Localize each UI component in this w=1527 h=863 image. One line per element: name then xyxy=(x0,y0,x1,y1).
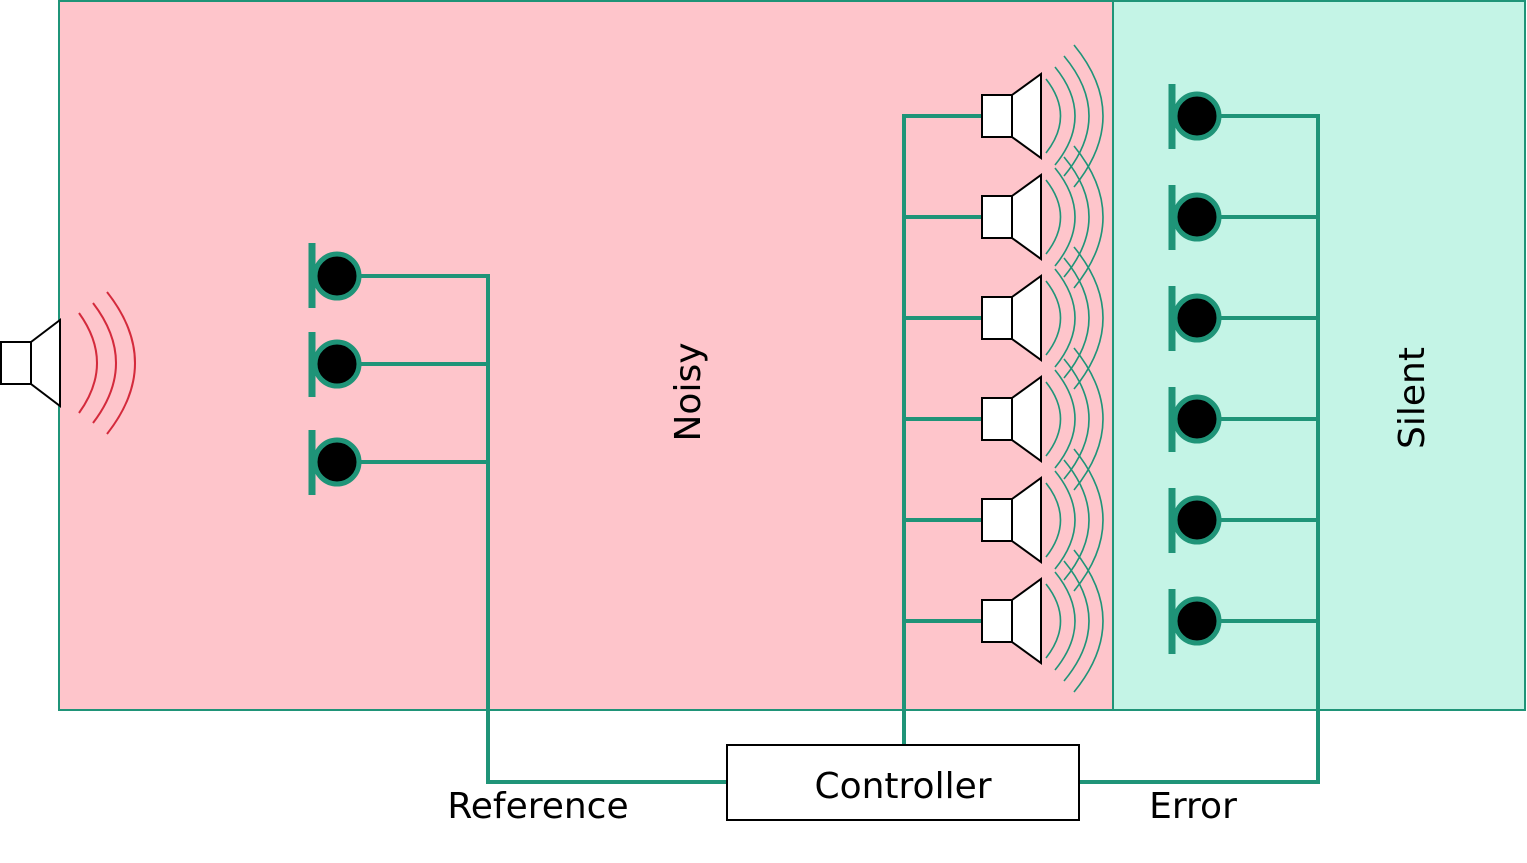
error-signal-label: Error xyxy=(1149,786,1237,827)
reference-mic-icon xyxy=(308,430,362,495)
error-mic-icon xyxy=(1168,185,1222,250)
control-speaker-icon xyxy=(981,549,1104,693)
noisy-zone-label: Noisy xyxy=(668,342,709,441)
error-mic-icon xyxy=(1168,84,1222,149)
noise-source-speaker-icon xyxy=(0,291,136,435)
control-speaker-icon xyxy=(981,246,1104,390)
control-speaker-icon xyxy=(981,44,1104,188)
noise-wave-1 xyxy=(78,312,98,414)
controller-label: Controller xyxy=(814,766,991,807)
error-mic-icon xyxy=(1168,286,1222,351)
reference-signal-label: Reference xyxy=(447,786,628,827)
noise-wave-2 xyxy=(92,302,117,424)
control-speaker-icon xyxy=(981,347,1104,491)
silent-zone-label: Silent xyxy=(1392,347,1433,449)
control-speaker-array xyxy=(902,114,982,745)
control-speaker-icon xyxy=(981,145,1104,289)
controller-box: Controller xyxy=(726,744,1080,821)
noisy-zone xyxy=(58,0,1114,711)
reference-mic-icon xyxy=(308,243,362,308)
error-mic-icon xyxy=(1168,488,1222,553)
control-speaker-icon xyxy=(981,448,1104,592)
error-mic-icon xyxy=(1168,589,1222,654)
reference-mic-icon xyxy=(308,332,362,397)
noise-wave-3 xyxy=(106,291,136,435)
reference-mic-array xyxy=(308,243,490,784)
error-mic-icon xyxy=(1168,387,1222,452)
error-mic-array xyxy=(1168,84,1320,784)
